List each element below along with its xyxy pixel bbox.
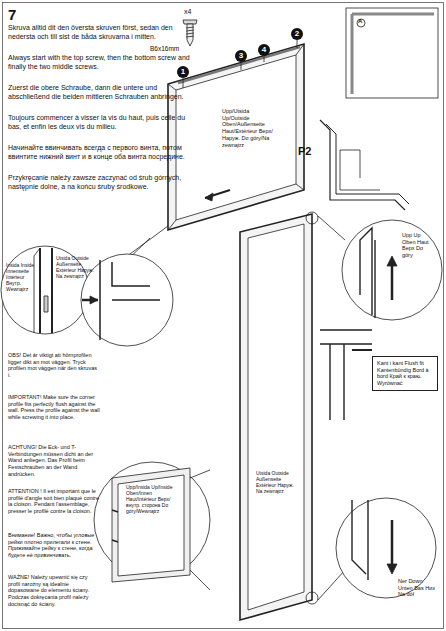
label-text: Начинайте ввинчивать всегда с первого ви…: [8, 144, 190, 161]
label-text: Utsida Outside Außenseite Extérieur Нару…: [256, 470, 300, 494]
corner-detail: [346, 8, 438, 98]
label-text: ATTENTION ! Il est important que le prof…: [8, 488, 100, 515]
label-text: Utsida Outside Außenseite Extérieur Нару…: [56, 255, 96, 279]
label-text: Always start with the top screw, then th…: [8, 54, 190, 71]
label-text: Upp/Insida Up/Inside Oben/Innen Haut/Int…: [126, 484, 182, 514]
note-box: Kant i kant Flush fit Kantenbündig Bord …: [372, 356, 438, 391]
door-panel: [240, 212, 345, 620]
callout-number: 1: [177, 66, 189, 78]
flush-detail: [320, 330, 372, 420]
label-text: Toujours commencer à visser la vis du ha…: [8, 114, 190, 131]
label-text: x4: [184, 8, 204, 17]
label-text: A: [358, 18, 366, 25]
label-text: ACHTUNG! Die Eck- und T-Verbindungen müs…: [8, 444, 100, 478]
part-name: P2: [298, 145, 318, 158]
door-frame: [168, 40, 304, 230]
label-text: Upp/Utsida Up/Outside Oben/Außenseite Ha…: [222, 108, 274, 148]
inside-detail: [94, 462, 210, 590]
press-detail: [81, 254, 173, 346]
label-text: OBS! Det är viktigt att hörnprofilen lig…: [8, 352, 100, 379]
label-text: Ner Down Unten Bas Низ Na dół: [398, 578, 438, 598]
callout-number: 3: [235, 50, 247, 62]
label-text: Upp Up Oben Haut Верх Do góry: [402, 232, 434, 259]
label-text: Skruva alltid dit den översta skruven fö…: [8, 24, 190, 41]
label-text: IMPORTANT! Make sure the corner profile …: [8, 394, 100, 421]
label-text: Przykręcanie należy zawsze zaczynać od ś…: [8, 174, 190, 191]
callout-number: 2: [291, 28, 303, 40]
label-text: WAŻNE! Należy upewnić się czy profil nar…: [8, 574, 100, 608]
top-detail: [342, 220, 442, 320]
label-text: B6x16mm: [150, 45, 190, 53]
label-text: Zuerst die obere Schraube, dann die unte…: [8, 84, 190, 101]
callout-number: 4: [258, 44, 270, 56]
label-text: Внимание! Важно, чтобы угловые рейки пло…: [8, 532, 100, 559]
box-text: Kant i kant Flush fit Kantenbündig Bord …: [377, 360, 433, 387]
label-text: Insida Inside Innenseite Intérieur Внутр…: [6, 262, 39, 292]
screw: [183, 20, 197, 46]
profile-p2: [320, 120, 409, 210]
step-number: 7: [8, 6, 38, 24]
